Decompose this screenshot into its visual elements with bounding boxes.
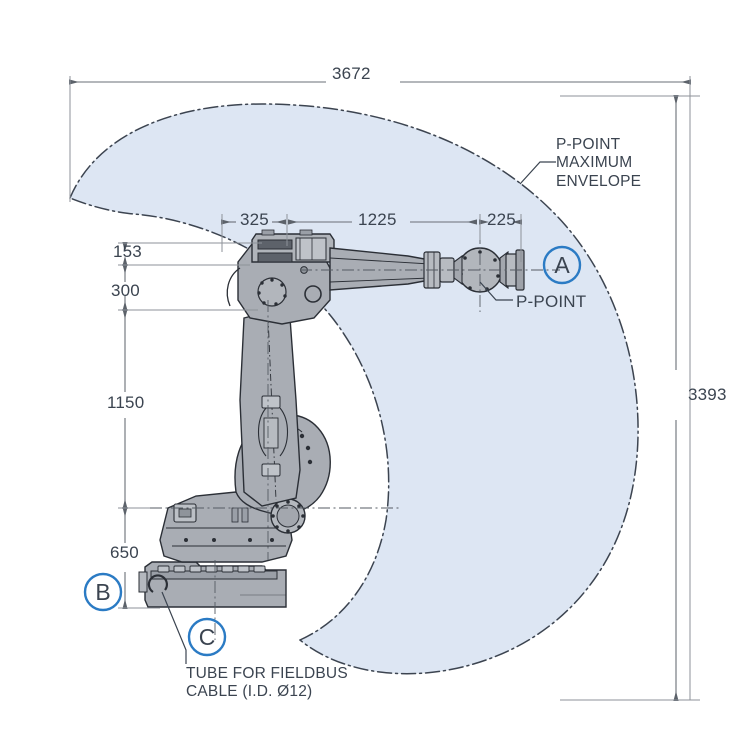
p-point-maximum-envelope	[69, 103, 639, 675]
dimension-overall-height	[560, 95, 700, 701]
balloon-c-label: C	[198, 624, 216, 650]
balloon-a-circle	[542, 245, 582, 285]
balloon-c-circle	[187, 617, 227, 657]
leader-fieldbus	[161, 591, 187, 664]
dimension-label-1150: 1150	[107, 393, 145, 412]
dimension-label-1225: 1225	[358, 210, 397, 229]
robot-upper-arm	[239, 311, 301, 507]
dimension-vertical-chain	[118, 242, 262, 609]
dimension-label-225: 225	[487, 210, 516, 229]
fieldbus-tube-opening	[147, 574, 168, 593]
leader-p-point	[479, 281, 513, 301]
dimension-label-overall-width: 3672	[332, 64, 371, 83]
leader-envelope-note	[519, 161, 556, 185]
balloon-a-label: A	[554, 252, 570, 278]
dimension-label-325: 325	[240, 210, 269, 229]
leader-lines	[161, 161, 556, 664]
dimension-label-650: 650	[110, 543, 139, 562]
robot-axis-motors	[251, 229, 335, 263]
dimension-label-overall-height: 3393	[688, 385, 727, 404]
dimension-label-300: 300	[111, 281, 140, 300]
balloon-b-circle	[83, 572, 123, 612]
dimension-label-153: 153	[113, 242, 142, 261]
p-point-label: P-POINT	[516, 292, 587, 311]
balloon-markers	[83, 245, 582, 657]
dimension-overall-width	[69, 76, 691, 700]
dimension-horizontal-chain	[221, 214, 522, 262]
fieldbus-note-label: TUBE FOR FIELDBUS CABLE (I.D. Ø12)	[186, 665, 348, 701]
robot-base	[138, 561, 287, 608]
robot-assembly	[138, 229, 525, 608]
balloon-b-label: B	[95, 579, 111, 605]
centerlines	[150, 232, 560, 640]
envelope-note-label: P-POINT MAXIMUM ENVELOPE	[556, 136, 642, 190]
robot-forearm	[329, 247, 441, 291]
